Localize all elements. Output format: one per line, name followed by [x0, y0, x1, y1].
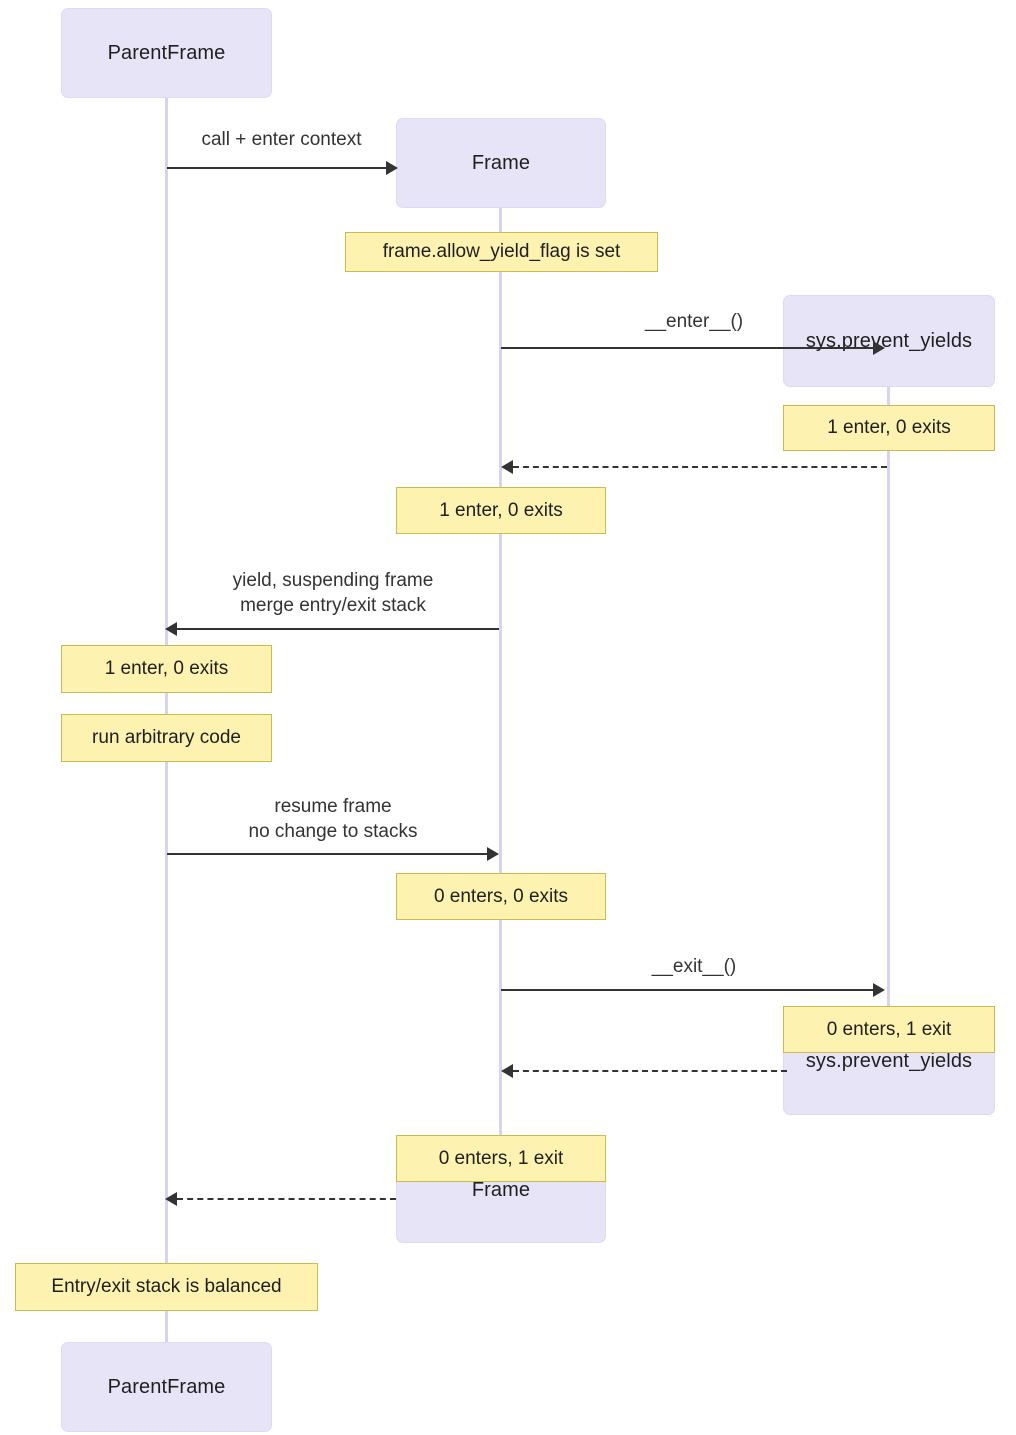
note-sys-1-enter-0-exits: 1 enter, 0 exits: [783, 405, 995, 451]
note-frame-1-enter-0-exits: 1 enter, 0 exits: [396, 487, 606, 534]
participant-parentframe-bottom[interactable]: ParentFrame: [61, 1342, 272, 1432]
note-frame-0-enters-1-exit: 0 enters, 1 exit: [396, 1135, 606, 1182]
message-arrow-exit-call: [501, 989, 875, 991]
message-arrow-resume-frame: [167, 853, 489, 855]
arrowhead-left-icon: [165, 622, 177, 636]
note-text: 0 enters, 0 exits: [433, 885, 569, 907]
note-sys-0-enters-1-exit: 0 enters, 1 exit: [783, 1006, 995, 1053]
note-frame-allow-yield-flag: frame.allow_yield_flag is set: [345, 232, 658, 272]
note-text: Entry/exit stack is balanced: [51, 1276, 282, 1297]
note-parent-1-enter-0-exits: 1 enter, 0 exits: [61, 645, 272, 693]
message-label-yield-suspending-frame-line1: yield, suspending frame: [232, 570, 434, 591]
note-entry-exit-stack-balanced: Entry/exit stack is balanced: [15, 1263, 318, 1311]
message-label-resume-frame-line2: no change to stacks: [248, 821, 418, 842]
message-label-call-enter-context: call + enter context: [201, 129, 362, 150]
participant-label: ParentFrame: [107, 41, 226, 64]
message-arrow-return-from-sys-enter: [513, 466, 887, 468]
message-arrow-return-from-sys-exit: [513, 1070, 787, 1072]
note-text: run arbitrary code: [92, 727, 241, 748]
participant-frame-top[interactable]: Frame: [396, 118, 606, 208]
arrowhead-right-icon: [487, 847, 499, 861]
note-text: 1 enter, 0 exits: [104, 658, 229, 679]
message-label-yield-suspending-frame-line2: merge entry/exit stack: [240, 595, 426, 616]
note-text: 0 enters, 1 exit: [826, 1018, 952, 1040]
note-text: 1 enter, 0 exits: [827, 417, 951, 438]
participant-label: ParentFrame: [107, 1375, 226, 1398]
participant-label: Frame: [471, 1179, 531, 1201]
arrowhead-right-icon: [386, 161, 398, 175]
participant-label: sys.prevent_yields: [805, 1050, 973, 1072]
note-text: frame.allow_yield_flag is set: [382, 241, 621, 262]
lifeline-frame: [499, 208, 502, 1154]
participant-label: Frame: [471, 151, 531, 174]
lifeline-sys-prevent-yields: [887, 387, 890, 1025]
note-text: 0 enters, 1 exit: [438, 1147, 564, 1169]
participant-parentframe-top[interactable]: ParentFrame: [61, 8, 272, 98]
note-frame-0-enters-0-exits: 0 enters, 0 exits: [396, 873, 606, 920]
participant-sys-prevent-yields-top[interactable]: sys.prevent_yields: [783, 295, 995, 387]
message-arrow-return-from-frame: [177, 1198, 396, 1200]
arrowhead-right-icon: [873, 983, 885, 997]
message-label-exit-call: __exit__(): [651, 956, 737, 977]
arrowhead-left-icon: [501, 460, 513, 474]
message-label-enter-call: __enter__(): [644, 311, 744, 332]
message-arrow-enter-call: [501, 347, 875, 349]
arrowhead-left-icon: [501, 1064, 513, 1078]
arrowhead-left-icon: [165, 1192, 177, 1206]
note-run-arbitrary-code: run arbitrary code: [61, 714, 272, 762]
message-arrow-call-enter-context: [167, 167, 389, 169]
message-arrow-yield-suspending-frame: [177, 628, 499, 630]
message-label-resume-frame-line1: resume frame: [274, 796, 392, 817]
participant-label: sys.prevent_yields: [805, 329, 973, 352]
note-text: 1 enter, 0 exits: [439, 499, 563, 521]
arrowhead-right-icon: [873, 341, 885, 355]
